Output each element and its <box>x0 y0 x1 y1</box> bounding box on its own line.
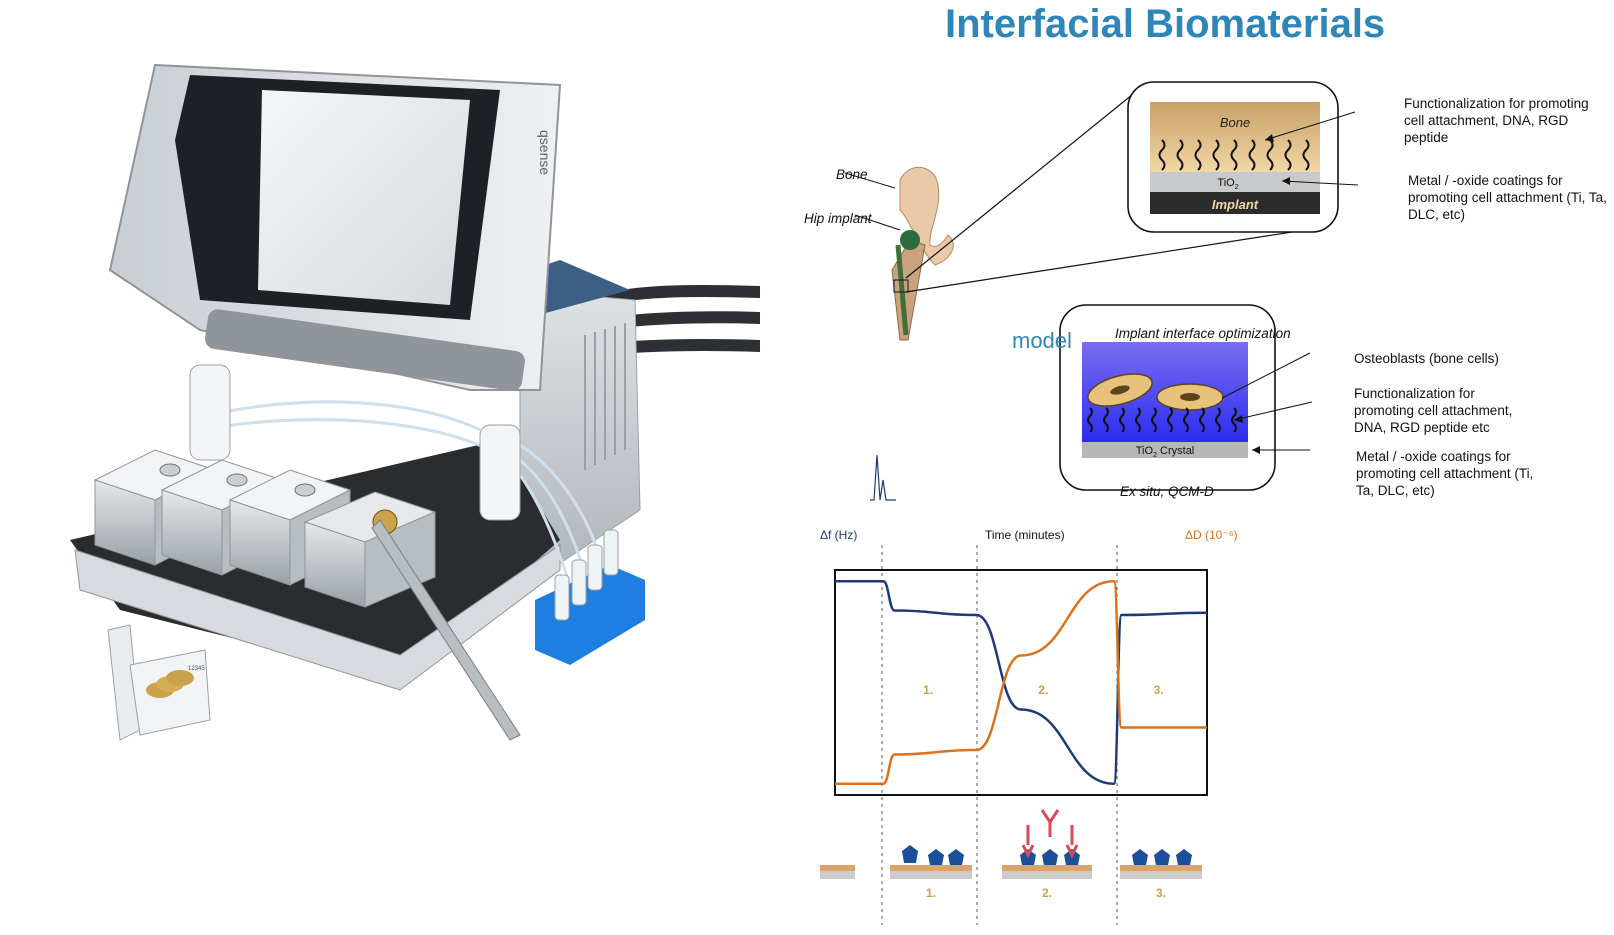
bottom-phase-label-1: 1. <box>926 886 936 900</box>
model-molecules <box>1087 407 1237 433</box>
implant-leader <box>854 214 901 231</box>
bone-label: Bone <box>836 167 868 182</box>
osteoblast-arrow <box>1221 352 1311 399</box>
phase-schematics <box>820 809 1202 879</box>
phase-label-group: 1. 2. 3. <box>923 683 1164 697</box>
bottom-phase-label-2: 2. <box>1042 886 1052 900</box>
right-axis-label: ΔD (10⁻⁶) <box>1185 528 1238 542</box>
right-connector <box>479 424 521 521</box>
functionalization-arrow <box>1264 111 1356 141</box>
vial-label: 12345 <box>188 666 205 672</box>
qcm-instrument-illustration: qsense <box>70 63 760 741</box>
implant-layer <box>1150 192 1320 214</box>
crystal-layer <box>1082 442 1248 458</box>
model-box-title: Implant interface optimization <box>1115 326 1291 341</box>
functional-molecules <box>1158 139 1310 171</box>
phase-label-1: 1. <box>923 683 933 697</box>
model-label: model <box>1012 328 1072 353</box>
hip-implant-diagram: Bone TiO2 Implant TiO2 Crystal <box>844 81 1359 501</box>
hip-bone-illustration <box>891 166 954 341</box>
sensor-crystal-box: 12345 <box>107 624 211 741</box>
model-functionalization-callout: Functionalization for promoting cell att… <box>1354 386 1513 435</box>
zoom-line-top <box>905 89 1139 279</box>
inset-bone-text: Bone <box>1220 115 1250 130</box>
left-connector <box>189 364 231 461</box>
page-title: Interfacial Biomaterials <box>945 2 1386 46</box>
model-footer: Ex situ, QCM-D <box>1120 484 1214 499</box>
plot-frame <box>834 569 1208 796</box>
phase-label-3: 3. <box>1154 683 1164 697</box>
spike-artifact <box>870 454 896 501</box>
bone-leader <box>844 172 896 189</box>
tio2-layer <box>1150 172 1320 192</box>
series-line-1 <box>834 580 1208 786</box>
top-axis-label: Time (minutes) <box>985 528 1065 542</box>
series-line-2 <box>835 579 1207 785</box>
series-group <box>834 579 1208 786</box>
tweezers <box>371 519 521 741</box>
inset-coatings-callout: Metal / -oxide coatings for promoting ce… <box>1408 173 1607 222</box>
inset-functionalization-callout: Functionalization for promoting cell att… <box>1404 96 1589 145</box>
hinge-bar <box>205 309 525 391</box>
left-axis-label: Δf (Hz) <box>820 528 857 542</box>
model-coatings-callout: Metal / -oxide coatings for promoting ce… <box>1356 449 1534 498</box>
coatings-arrow <box>1281 180 1359 186</box>
instrument-lid: qsense <box>108 63 562 391</box>
model-functionalization-arrow <box>1233 401 1313 421</box>
bottom-phase-label-3: 3. <box>1156 886 1166 900</box>
hip-implant-label: Hip implant <box>804 211 872 226</box>
zoom-line-bottom <box>905 229 1306 293</box>
qcm-chart: Δf (Hz) Time (minutes) ΔD (10⁻⁶) 1. 2. 3. <box>820 528 1238 925</box>
phase-label-2: 2. <box>1038 683 1048 697</box>
inset-implant-text: Implant <box>1212 197 1259 212</box>
crystal-text: TiO2 Crystal <box>1136 445 1195 459</box>
vial-rack <box>535 529 645 665</box>
inset-tio2-text: TiO2 <box>1217 177 1238 191</box>
bottom-label-group: 1. 2. 3. <box>926 886 1166 900</box>
brand-text: qsense <box>537 130 553 175</box>
osteoblasts-callout: Osteoblasts (bone cells) <box>1354 351 1499 366</box>
